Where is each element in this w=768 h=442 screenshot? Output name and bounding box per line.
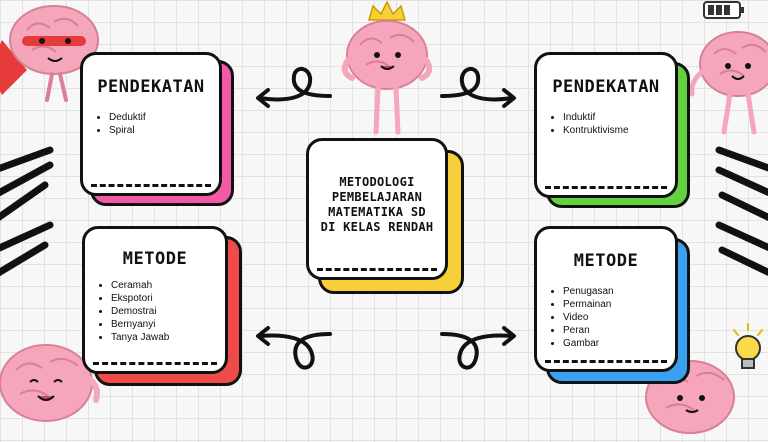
brain-happy-icon [0,344,100,422]
brain-superhero-icon [0,5,99,102]
card-title: PENDEKATAN [552,77,660,97]
list-item: Deduktif [109,111,146,124]
card-list: Ceramah Ekspotori Demostrai Bernyanyi Ta… [95,279,169,344]
curly-arrow-icon [440,326,516,370]
list-item: Demostrai [111,305,169,318]
list-item: Video [563,311,614,324]
list-item: Peran [563,324,614,337]
dashed-divider [93,362,217,365]
list-item: Spiral [109,124,146,137]
list-item: Ekspotori [111,292,169,305]
card-list: Induktif Kontruktivisme [547,111,629,137]
center-title-line: PEMBELAJARAN [331,190,423,204]
list-item: Tanya Jawab [111,331,169,344]
dashed-divider [317,268,437,271]
list-item: Kontruktivisme [563,124,629,137]
list-item: Permainan [563,298,614,311]
dashed-divider [91,184,211,187]
center-title: METODOLOGI PEMBELAJARAN MATEMATIKA SD DI… [319,175,435,235]
center-topic-card: METODOLOGI PEMBELAJARAN MATEMATIKA SD DI… [306,138,448,280]
card-list: Deduktif Spiral [93,111,146,137]
list-item: Induktif [563,111,629,124]
center-title-line: MATEMATIKA SD [328,205,426,219]
list-item: Bernyanyi [111,318,169,331]
curly-arrow-icon [440,66,516,108]
approach-card-left: PENDEKATAN Deduktif Spiral [80,52,222,196]
dashed-divider [545,186,667,189]
crown-icon [368,0,406,21]
battery-icon [703,1,744,19]
lightbulb-icon [733,323,763,369]
card-list: Penugasan Permainan Video Peran Gambar [547,285,614,350]
center-title-line: DI KELAS RENDAH [320,220,434,234]
method-card-left: METODE Ceramah Ekspotori Demostrai Berny… [82,226,228,374]
scribble-right-icon [715,146,768,276]
method-card-right: METODE Penugasan Permainan Video Peran G… [534,226,678,372]
list-item: Ceramah [111,279,169,292]
dashed-divider [545,360,667,363]
curly-arrow-icon [256,66,332,108]
scribble-left-icon [0,146,54,277]
center-title-line: METODOLOGI [339,175,415,189]
brain-waving-icon [689,31,768,135]
approach-card-right: PENDEKATAN Induktif Kontruktivisme [534,52,678,198]
list-item: Gambar [563,337,614,350]
card-title: PENDEKATAN [97,77,205,97]
card-title: METODE [122,249,188,269]
list-item: Penugasan [563,285,614,298]
curly-arrow-icon [256,326,332,370]
brain-king-icon [341,0,433,135]
card-title: METODE [573,251,639,271]
